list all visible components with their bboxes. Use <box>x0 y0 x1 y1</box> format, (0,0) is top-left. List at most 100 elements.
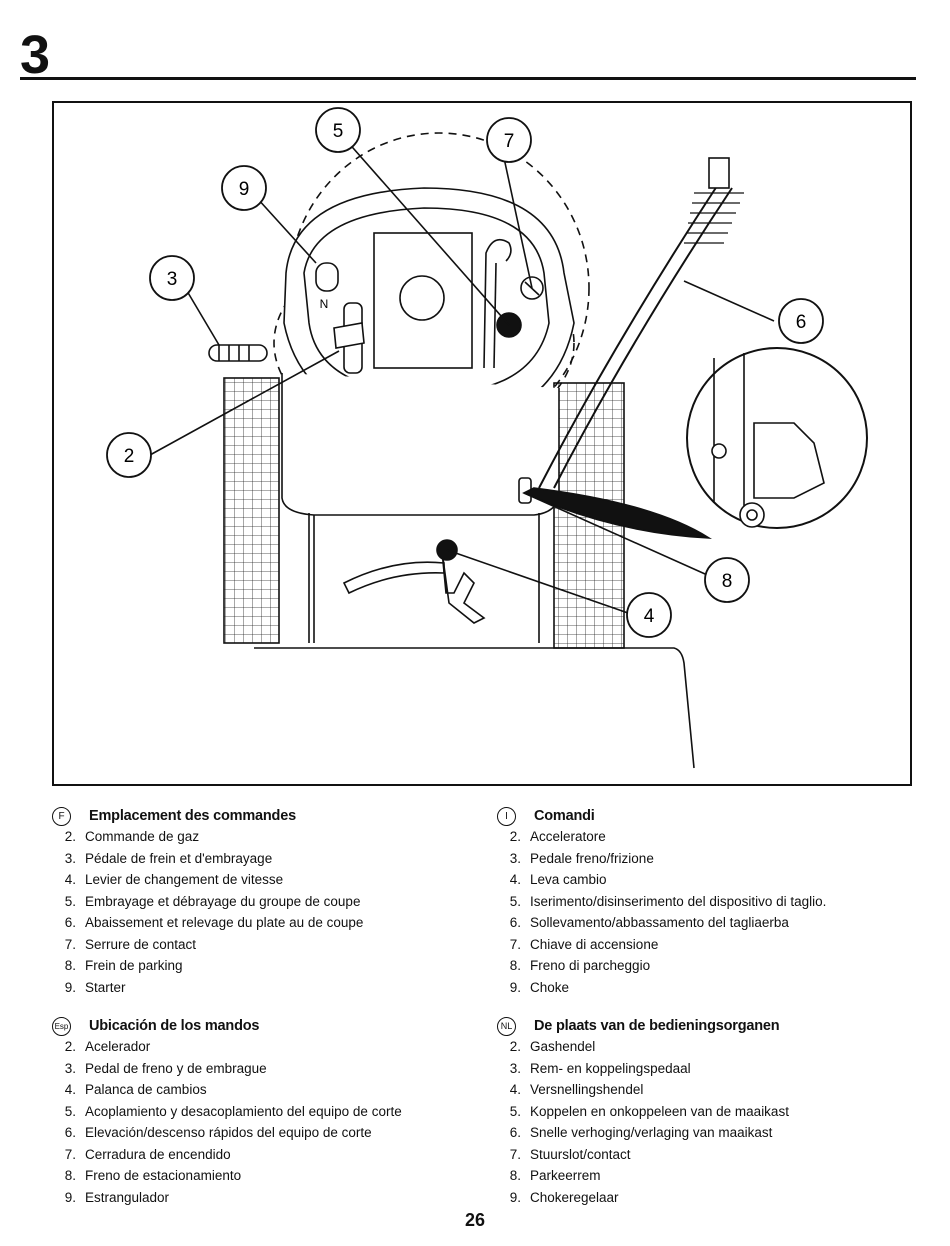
item-number: 8. <box>509 1168 521 1184</box>
page-number: 26 <box>464 1210 486 1230</box>
language-badge-es: Esp <box>52 1016 71 1036</box>
list-item: 2. Acelerador <box>52 1036 472 1058</box>
item-number: 5. <box>509 1103 521 1119</box>
item-text: Choke <box>530 979 570 995</box>
item-text: Sollevamento/abbassamento del tagliaerba <box>530 915 789 931</box>
callout-6: 6 <box>778 298 824 344</box>
item-number: 2. <box>64 1039 76 1055</box>
list-item: 8. Freno di parcheggio <box>497 955 917 977</box>
list-item: 9. Estrangulador <box>52 1187 472 1209</box>
item-text: Acoplamiento y desacoplamiento del equip… <box>85 1103 402 1119</box>
list-item: 6.Abaissement et relevage du plate au de… <box>52 912 472 934</box>
item-number: 4. <box>64 1082 76 1098</box>
callout-number: 6 <box>796 312 807 333</box>
item-text: Pedale freno/frizione <box>530 850 654 866</box>
item-text: Rem- en koppelingspedaal <box>530 1060 691 1076</box>
item-text: Serrure de contact <box>85 936 197 952</box>
item-number: 9. <box>64 1189 76 1205</box>
item-number: 8. <box>64 958 76 974</box>
item-text: Starter <box>85 979 126 995</box>
item-number: 6. <box>64 1125 76 1141</box>
list-item: 9. Starter <box>52 977 472 999</box>
callout-9: 9 <box>221 165 267 211</box>
callout-number: 3 <box>167 269 178 290</box>
list-item: 6. Elevación/descenso rápidos del equipo … <box>52 1122 472 1144</box>
item-text: Freno de estacionamiento <box>85 1168 242 1184</box>
item-number: 9. <box>509 1189 521 1205</box>
list-item: 8.Frein de parking <box>52 955 472 977</box>
list-item: 7.Chiave di accensione <box>497 934 917 956</box>
language-badge-fr: F <box>52 806 71 826</box>
item-text: Leva cambio <box>530 872 607 888</box>
item-text: Abaissement et relevage du plate au de c… <box>85 915 364 931</box>
item-text: Palanca de cambios <box>85 1082 207 1098</box>
section-title-es: Ubicación de los mandos <box>89 1018 260 1034</box>
header-rule <box>20 77 916 80</box>
item-text: Parkeerrem <box>530 1168 601 1184</box>
controls-diagram: 5 7 9 3 6 2 8 4 N <box>52 101 912 786</box>
section-fr: F Emplacement des commandes 2.Commande d… <box>52 806 472 998</box>
callout-3: 3 <box>149 255 195 301</box>
item-text: Acelerador <box>85 1039 151 1055</box>
item-number: 2. <box>509 1039 521 1055</box>
item-number: 4. <box>64 872 76 888</box>
item-text: Commande de gaz <box>85 829 200 845</box>
list-item: 4. Versnellingshendel <box>497 1079 917 1101</box>
list-item: 2.Acceleratore <box>497 826 917 848</box>
language-badge-it: I <box>497 806 516 826</box>
callout-4: 4 <box>626 592 672 638</box>
callout-5: 5 <box>315 107 361 153</box>
callout-2: 2 <box>106 432 152 478</box>
list-item: 4.Leva cambio <box>497 869 917 891</box>
item-number: 5. <box>64 893 76 909</box>
list-item: 5. Embrayage et débrayage du groupe de co… <box>52 891 472 913</box>
section-es: Esp Ubicación de los mandos 2. Acelerador… <box>52 1016 472 1208</box>
item-text: Versnellingshendel <box>530 1082 644 1098</box>
neutral-mark: N <box>320 297 329 311</box>
list-item: 6. Snelle verhoging/verlaging van maaikas… <box>497 1122 917 1144</box>
list-item: 4. Palanca de cambios <box>52 1079 472 1101</box>
item-number: 3. <box>509 1060 521 1076</box>
list-item: 5. Acoplamiento y desacoplamiento del equ… <box>52 1101 472 1123</box>
item-number: 7. <box>509 1146 521 1162</box>
section-title-nl: De plaats van de bedieningsorganen <box>534 1018 780 1034</box>
item-number: 8. <box>509 958 521 974</box>
callout-number: 9 <box>239 179 250 200</box>
item-text: Cerradura de encendido <box>85 1146 231 1162</box>
item-text: Chokeregelaar <box>530 1189 619 1205</box>
callout-number: 4 <box>644 606 655 627</box>
item-number: 4. <box>509 1082 521 1098</box>
section-nl: NL De plaats van de bedieningsorganen 2.… <box>497 1016 917 1208</box>
list-item: 9.Choke <box>497 977 917 999</box>
list-item: 9. Chokeregelaar <box>497 1187 917 1209</box>
item-text: Freno di parcheggio <box>530 958 651 974</box>
item-number: 6. <box>509 915 521 931</box>
item-text: Pédale de frein et d'embrayage <box>85 850 273 866</box>
list-item: 7. Serrure de contact <box>52 934 472 956</box>
item-text: Chiave di accensione <box>530 936 659 952</box>
list-item: 3.Pedale freno/frizione <box>497 848 917 870</box>
item-text: Koppelen en onkoppeleen van de maaikast <box>530 1103 789 1119</box>
list-item: 7.Cerradura de encendido <box>52 1144 472 1166</box>
callout-7: 7 <box>486 117 532 163</box>
list-item: 2.Commande de gaz <box>52 826 472 848</box>
list-item: 3. Rem- en koppelingspedaal <box>497 1058 917 1080</box>
item-text: Elevación/descenso rápidos del equipo de… <box>85 1125 372 1141</box>
item-number: 2. <box>509 829 521 845</box>
item-text: Embrayage et débrayage du groupe de coup… <box>85 893 361 909</box>
item-text: Snelle verhoging/verlaging van maaikast <box>530 1125 773 1141</box>
item-number: 5. <box>509 893 521 909</box>
item-number: 6. <box>509 1125 521 1141</box>
callout-number: 8 <box>722 571 733 592</box>
item-number: 7. <box>64 936 76 952</box>
item-text: Estrangulador <box>85 1189 170 1205</box>
item-text: Stuurslot/contact <box>530 1146 631 1162</box>
item-text: Pedal de freno y de embrague <box>85 1060 267 1076</box>
list-item: 5.Iserimento/disinserimento del disposit… <box>497 891 917 913</box>
item-number: 5. <box>64 1103 76 1119</box>
left-fender-grid <box>223 377 280 644</box>
item-number: 9. <box>64 979 76 995</box>
